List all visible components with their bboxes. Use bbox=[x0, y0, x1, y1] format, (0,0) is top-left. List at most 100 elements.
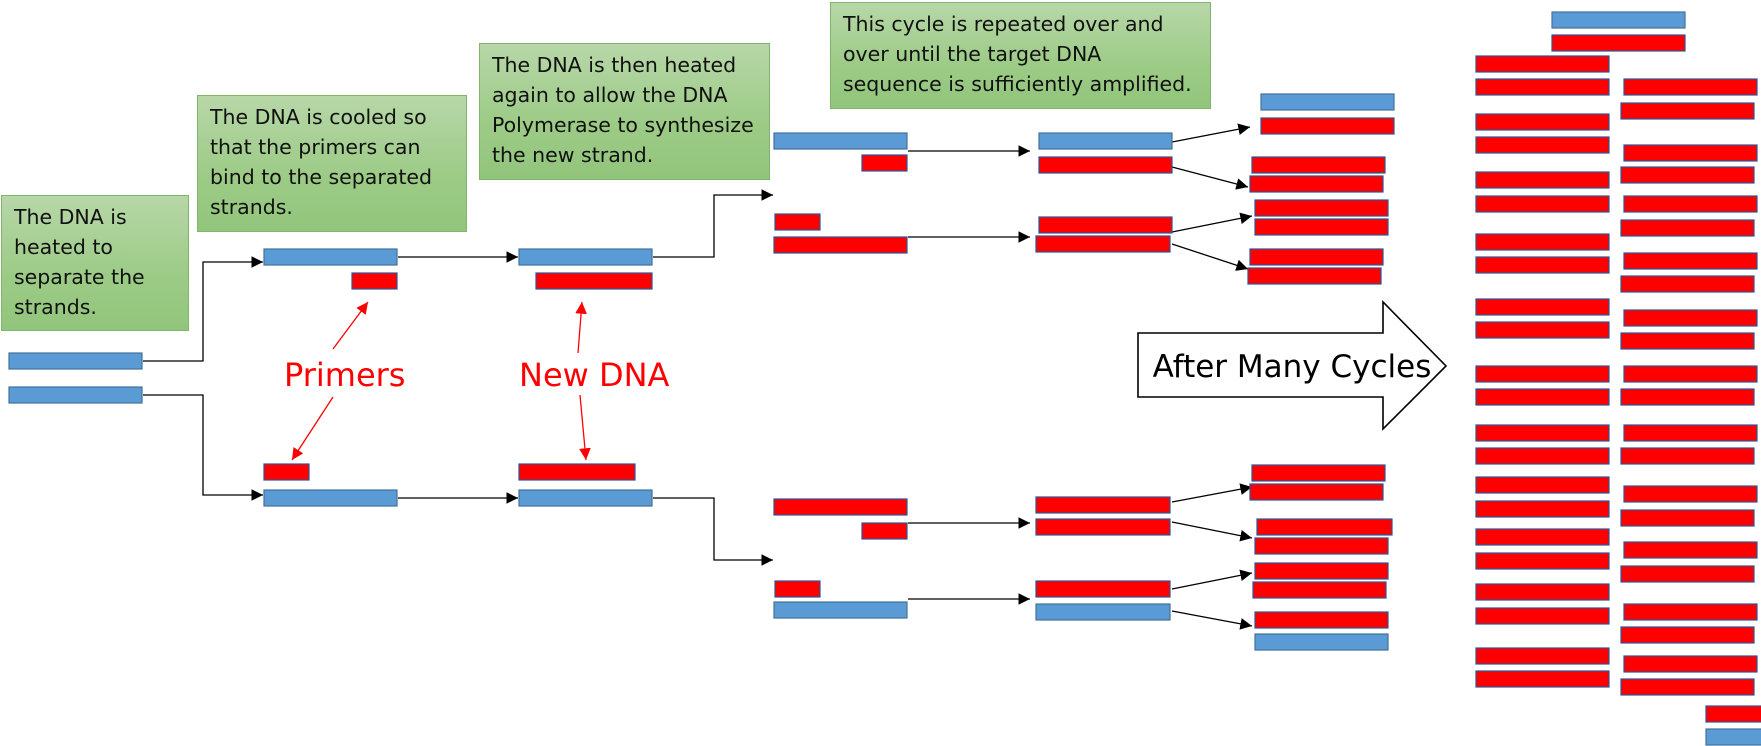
callout-extend-text: The DNA is then heated again to allow th… bbox=[492, 53, 754, 167]
connector-to-cycle2-bottom bbox=[653, 497, 773, 566]
template-strand bbox=[263, 248, 398, 266]
new-strand bbox=[1249, 483, 1384, 501]
new-strand bbox=[1475, 256, 1610, 274]
new-strand bbox=[774, 580, 821, 598]
new-strand bbox=[1260, 117, 1395, 135]
new-strand bbox=[263, 463, 310, 481]
new-strand bbox=[1623, 424, 1758, 442]
new-strand bbox=[1620, 626, 1755, 644]
new-strand bbox=[1475, 136, 1610, 154]
new-strand bbox=[773, 498, 908, 516]
new-strand bbox=[1623, 195, 1758, 213]
callout-extend: The DNA is then heated again to allow th… bbox=[479, 43, 770, 180]
new-strand bbox=[1623, 365, 1758, 383]
new-strand bbox=[1035, 580, 1171, 598]
new-strand bbox=[1475, 607, 1610, 625]
new-strand bbox=[1249, 248, 1384, 266]
template-strand bbox=[1254, 633, 1389, 651]
after-many-cycles-label: After Many Cycles bbox=[1153, 349, 1432, 385]
new-strand bbox=[1623, 78, 1758, 96]
new-strand bbox=[1251, 156, 1386, 174]
callout-heat-text: The DNA is heated to separate the strand… bbox=[14, 205, 145, 319]
new-strand bbox=[1475, 55, 1610, 73]
new-strand bbox=[518, 463, 636, 481]
connector-c3-7 bbox=[1171, 569, 1253, 590]
new-strand bbox=[1038, 216, 1173, 234]
new-strand bbox=[1623, 309, 1758, 327]
new-strand bbox=[1038, 156, 1173, 174]
new-strand bbox=[1475, 476, 1610, 494]
new-strand bbox=[1251, 464, 1386, 482]
new-strand bbox=[1475, 424, 1610, 442]
new-dna-pointer-down bbox=[579, 394, 591, 461]
new-strand bbox=[1623, 603, 1758, 621]
new-strand bbox=[1475, 321, 1610, 339]
connector-c3-4 bbox=[1171, 243, 1249, 271]
new-dna-pointer-up bbox=[575, 301, 587, 354]
callout-repeat-text: This cycle is repeated over and over unt… bbox=[843, 12, 1192, 96]
new-strand bbox=[1475, 583, 1610, 601]
new-strand bbox=[1620, 332, 1755, 350]
new-strand bbox=[1254, 562, 1389, 580]
connector-split-top bbox=[143, 256, 263, 362]
template-strand bbox=[1705, 728, 1761, 746]
new-strand bbox=[1475, 195, 1610, 213]
new-strand bbox=[1035, 496, 1171, 514]
new-strand bbox=[773, 236, 908, 254]
new-strand bbox=[1620, 102, 1755, 120]
new-strand bbox=[1475, 365, 1610, 383]
callout-heat: The DNA is heated to separate the strand… bbox=[1, 195, 189, 331]
new-strand bbox=[1620, 388, 1755, 406]
new-strand bbox=[1620, 275, 1755, 293]
new-strand bbox=[861, 154, 908, 172]
connector-split-bottom bbox=[143, 394, 263, 501]
new-strand bbox=[1254, 218, 1389, 236]
callout-cool: The DNA is cooled so that the primers ca… bbox=[197, 95, 467, 232]
template-strand bbox=[8, 386, 143, 404]
new-strand bbox=[774, 213, 821, 231]
template-strand bbox=[8, 352, 143, 370]
new-strand bbox=[1623, 144, 1758, 162]
new-strand bbox=[1256, 518, 1393, 536]
new-strand bbox=[1623, 655, 1758, 673]
template-strand bbox=[1038, 132, 1173, 150]
primers-pointer-up bbox=[332, 301, 369, 350]
template-strand bbox=[1260, 93, 1395, 111]
new-strand bbox=[1475, 171, 1610, 189]
new-strand bbox=[1620, 166, 1755, 184]
new-strand bbox=[1620, 678, 1755, 696]
new-strand bbox=[1623, 541, 1758, 559]
connector-c3-1 bbox=[1171, 123, 1251, 143]
new-strand bbox=[861, 522, 908, 540]
new-strand bbox=[1249, 175, 1384, 193]
new-strand bbox=[1475, 447, 1610, 465]
new-strand bbox=[1475, 113, 1610, 131]
template-strand bbox=[773, 132, 908, 150]
template-strand bbox=[1035, 603, 1171, 621]
connector-c3-6 bbox=[1171, 521, 1253, 542]
template-strand bbox=[1551, 11, 1686, 29]
new-strand bbox=[1475, 528, 1610, 546]
template-strand bbox=[518, 489, 653, 507]
new-strand bbox=[1254, 537, 1389, 555]
connector-c3-3 bbox=[1171, 212, 1253, 233]
new-strand bbox=[1475, 233, 1610, 251]
new-strand bbox=[1623, 485, 1758, 503]
primers-pointer-down bbox=[291, 396, 334, 461]
new-strand bbox=[1705, 705, 1761, 723]
connector-c3-2 bbox=[1171, 166, 1249, 190]
new-strand bbox=[1620, 447, 1755, 465]
new-strand bbox=[1475, 500, 1610, 518]
callout-repeat: This cycle is repeated over and over unt… bbox=[830, 2, 1211, 109]
new-strand bbox=[1035, 235, 1171, 253]
template-strand bbox=[518, 248, 653, 266]
template-strand bbox=[263, 489, 398, 507]
new-strand bbox=[1247, 267, 1382, 285]
connector-to-cycle2-top bbox=[653, 189, 773, 258]
new-strand bbox=[1254, 611, 1389, 629]
new-strand bbox=[1475, 298, 1610, 316]
new-strand bbox=[1475, 552, 1610, 570]
primers-label: Primers bbox=[284, 356, 406, 394]
